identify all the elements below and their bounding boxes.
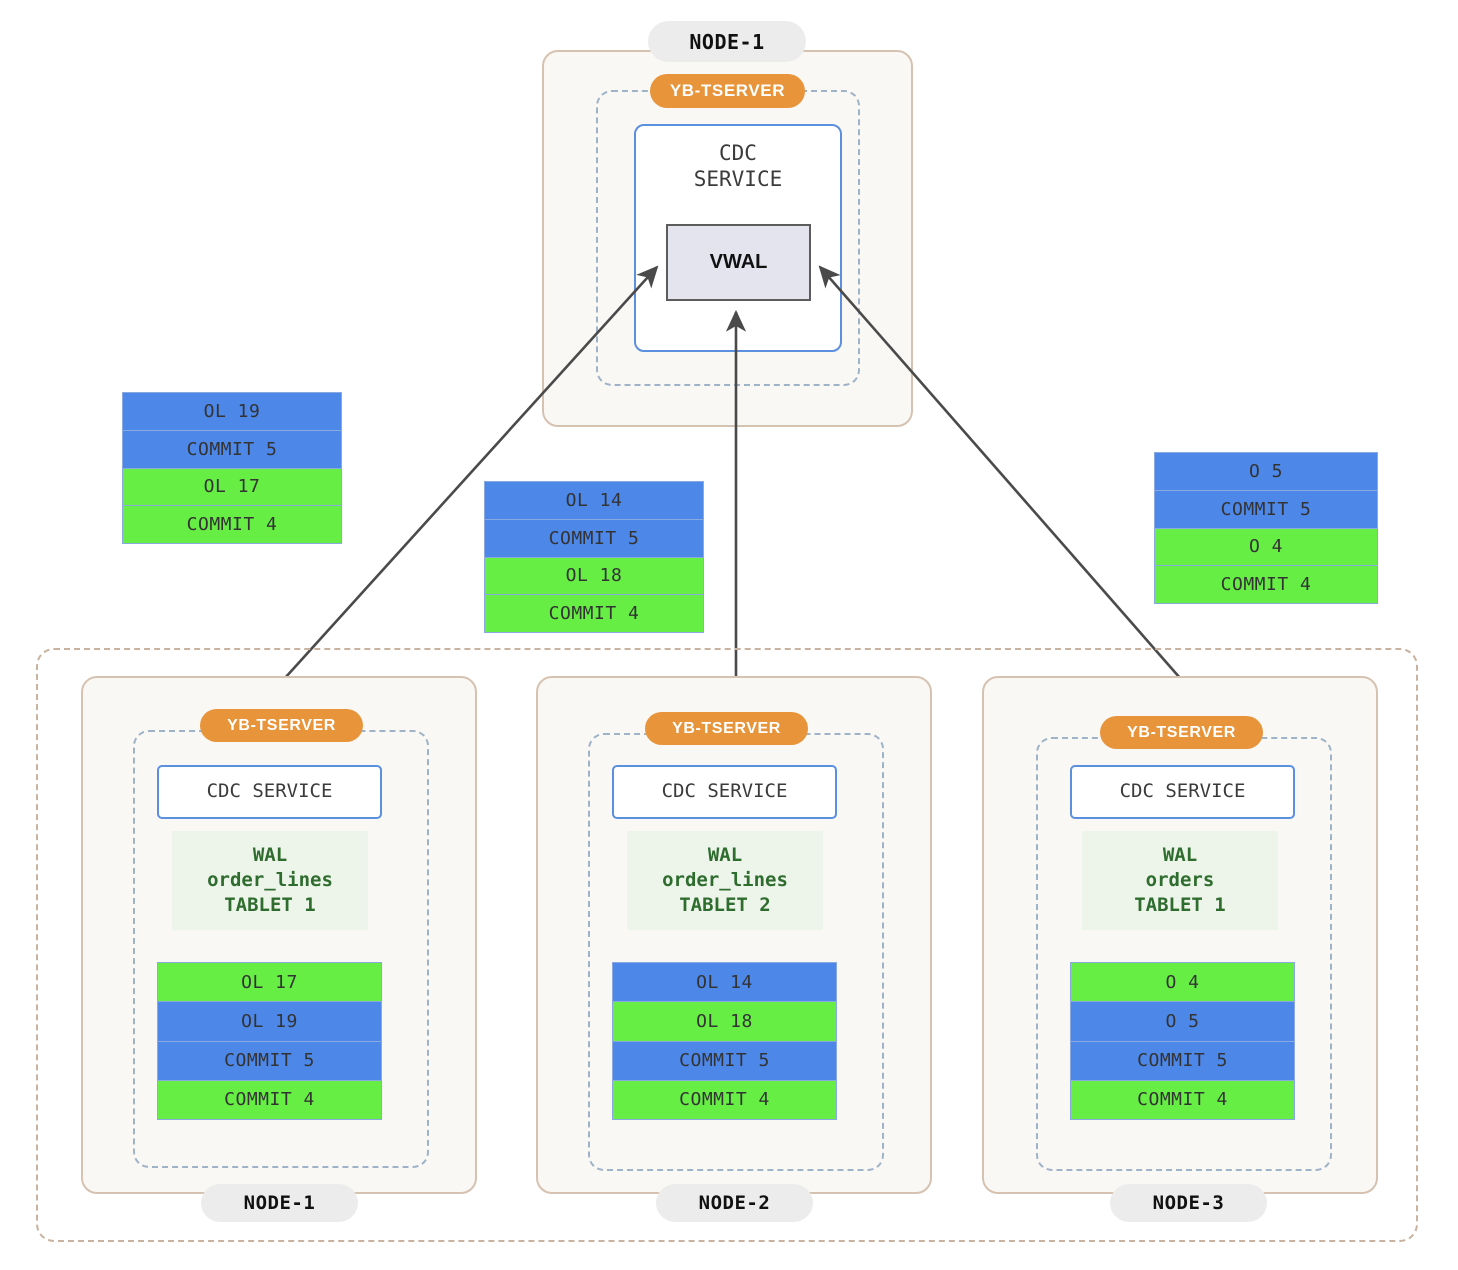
stack-row-label: OL 17: [203, 476, 261, 498]
stack-row-label: COMMIT 5: [679, 1050, 770, 1072]
stack-row: OL 19: [158, 1002, 381, 1042]
cluster-node-2-cdc-service-label: CDC SERVICE: [661, 780, 788, 803]
stack-row: OL 17: [123, 468, 341, 507]
left-stack: OL 19 COMMIT 5 OL 17 COMMIT 4: [122, 392, 342, 544]
top-node-label-text: NODE-1: [689, 29, 765, 54]
stack-row: COMMIT 5: [485, 519, 703, 558]
stack-row: O 4: [1155, 528, 1377, 567]
stack-row: COMMIT 5: [1071, 1041, 1294, 1081]
cluster-node-2-wal-box: WAL order_lines TABLET 2: [627, 831, 823, 930]
cluster-node-1-label-text: NODE-1: [243, 1192, 316, 1214]
stack-row: O 5: [1071, 1002, 1294, 1042]
stack-row: COMMIT 4: [123, 506, 341, 543]
cluster-node-3-wal-label: WAL orders TABLET 1: [1134, 843, 1226, 917]
cluster-node-1-wal-box: WAL order_lines TABLET 1: [172, 831, 368, 930]
stack-row-label: OL 14: [565, 489, 623, 511]
stack-row: COMMIT 4: [1155, 566, 1377, 603]
stack-row-label: COMMIT 4: [186, 514, 278, 536]
cluster-node-3-wal-box: WAL orders TABLET 1: [1082, 831, 1278, 930]
cluster-node-2-container: [536, 676, 932, 1194]
cluster-node-1-container: [81, 676, 477, 1194]
stack-row-label: COMMIT 5: [224, 1050, 315, 1072]
top-node-tserver-pill: YB-TSERVER: [650, 74, 805, 108]
stack-row-label: OL 18: [696, 1010, 753, 1032]
top-node-tserver-text: YB-TSERVER: [669, 81, 786, 100]
right-stack: O 5 COMMIT 5 O 4 COMMIT 4: [1154, 452, 1378, 604]
stack-row-label: COMMIT 5: [548, 527, 640, 549]
stack-row-label: O 4: [1165, 971, 1200, 993]
cluster-node-3-tserver-text: YB-TSERVER: [1127, 723, 1236, 741]
cluster-node-2-tserver-text: YB-TSERVER: [672, 719, 781, 737]
stack-row-label: COMMIT 5: [186, 438, 278, 460]
stack-row: OL 18: [613, 1002, 836, 1042]
stack-row: COMMIT 4: [485, 595, 703, 632]
stack-row: COMMIT 4: [1071, 1080, 1294, 1119]
stack-row: COMMIT 5: [158, 1041, 381, 1081]
stack-row-label: O 4: [1248, 536, 1283, 558]
stack-row-label: OL 17: [241, 971, 298, 993]
cluster-node-1-label-pill: NODE-1: [201, 1184, 358, 1222]
stack-row-label: COMMIT 4: [679, 1089, 770, 1111]
stack-row: OL 14: [485, 482, 703, 520]
stack-row-label: OL 19: [203, 400, 261, 422]
cluster-node-1-cdc-service-box: CDC SERVICE: [157, 765, 382, 819]
top-node-label-pill: NODE-1: [648, 21, 806, 62]
cluster-node-2-cdc-service-box: CDC SERVICE: [612, 765, 837, 819]
cluster-node-3-label-text: NODE-3: [1152, 1192, 1225, 1214]
stack-row-label: COMMIT 5: [1220, 498, 1312, 520]
stack-row: COMMIT 5: [123, 430, 341, 469]
stack-row: O 5: [1155, 453, 1377, 491]
stack-row-label: COMMIT 4: [1220, 574, 1312, 596]
top-node-cdc-service-label: CDC SERVICE: [693, 141, 783, 192]
stack-row: OL 14: [613, 963, 836, 1003]
stack-row: OL 18: [485, 557, 703, 596]
stack-row: OL 17: [158, 963, 381, 1003]
stack-row-label: OL 14: [696, 971, 753, 993]
stack-row-label: O 5: [1248, 460, 1283, 482]
stack-row-label: COMMIT 4: [548, 603, 640, 625]
vwal-label: VWAL: [709, 251, 768, 273]
cluster-node-3-cdc-service-box: CDC SERVICE: [1070, 765, 1295, 819]
stack-row-label: COMMIT 4: [1137, 1089, 1228, 1111]
cluster-node-1-tserver-text: YB-TSERVER: [227, 716, 336, 734]
stack-row: COMMIT 5: [1155, 490, 1377, 529]
stack-row: OL 19: [123, 393, 341, 431]
cluster-node-2-label-text: NODE-2: [698, 1192, 771, 1214]
stack-row-label: O 5: [1165, 1010, 1200, 1032]
stack-row: O 4: [1071, 963, 1294, 1003]
vwal-box: VWAL: [666, 224, 811, 301]
cluster-node-1-tserver-pill: YB-TSERVER: [200, 709, 363, 742]
stack-row: COMMIT 5: [613, 1041, 836, 1081]
stack-row: COMMIT 4: [613, 1080, 836, 1119]
stack-row: COMMIT 4: [158, 1080, 381, 1119]
cluster-node-2-tserver-pill: YB-TSERVER: [645, 712, 808, 745]
stack-row-label: COMMIT 4: [224, 1089, 315, 1111]
stack-row-label: COMMIT 5: [1137, 1050, 1228, 1072]
cluster-container: [36, 648, 1418, 1242]
cluster-node-1-wal-label: WAL order_lines TABLET 1: [207, 843, 333, 917]
cluster-node-2-label-pill: NODE-2: [656, 1184, 813, 1222]
cluster-node-3-stack: O 4 O 5 COMMIT 5 COMMIT 4: [1070, 962, 1295, 1120]
cluster-node-2-wal-label: WAL order_lines TABLET 2: [662, 843, 788, 917]
cluster-node-3-cdc-service-label: CDC SERVICE: [1119, 780, 1246, 803]
stack-row-label: OL 19: [241, 1010, 298, 1032]
middle-stack: OL 14 COMMIT 5 OL 18 COMMIT 4: [484, 481, 704, 633]
cluster-node-1-stack: OL 17 OL 19 COMMIT 5 COMMIT 4: [157, 962, 382, 1120]
cluster-node-1-cdc-service-label: CDC SERVICE: [206, 780, 333, 803]
cluster-node-3-label-pill: NODE-3: [1110, 1184, 1267, 1222]
stack-row-label: OL 18: [565, 565, 623, 587]
cluster-node-2-stack: OL 14 OL 18 COMMIT 5 COMMIT 4: [612, 962, 837, 1120]
cluster-node-3-tserver-pill: YB-TSERVER: [1100, 716, 1263, 749]
